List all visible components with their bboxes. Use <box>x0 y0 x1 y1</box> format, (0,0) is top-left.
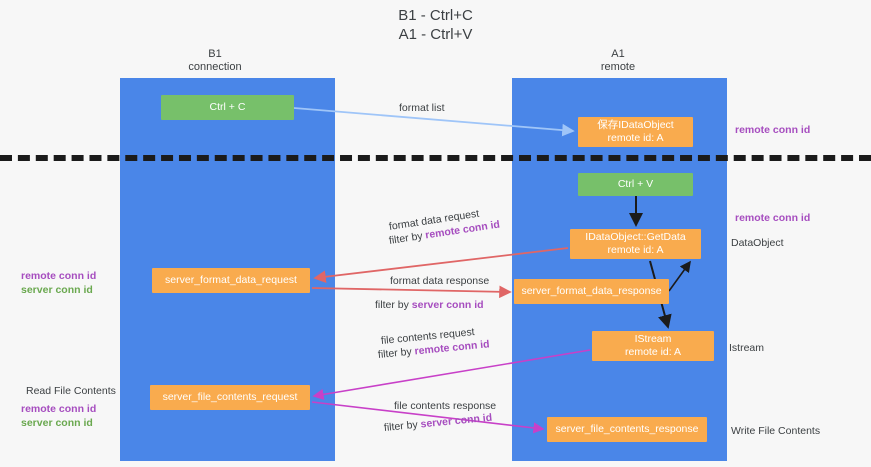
annotation-right-remote-conn-id-top: remote conn id <box>735 124 811 136</box>
column-header-a1-role: remote <box>600 61 636 73</box>
column-header-b1: B1 connection <box>155 48 275 74</box>
filter-key-server-conn-id: server conn id <box>411 299 484 311</box>
node-server-file-contents-response-label: server_file_contents_response <box>555 423 699 435</box>
column-header-a1-name: A1 <box>611 48 625 60</box>
column-header-a1: A1 remote <box>558 48 678 74</box>
annotation-left-server-conn-id-1: server conn id <box>21 284 93 296</box>
node-idataobject[interactable]: 保存IDataObject remote id: A <box>578 117 693 147</box>
phase-divider <box>0 155 871 161</box>
node-server-format-data-request[interactable]: server_format_data_request <box>152 268 310 293</box>
node-getdata-line2: remote id: A <box>607 244 664 256</box>
annotation-right-remote-conn-id-mid: remote conn id <box>735 212 811 224</box>
node-istream-line1: IStream <box>634 333 672 345</box>
node-ctrl-v-label: Ctrl + V <box>617 178 654 190</box>
column-header-b1-name: B1 <box>208 48 222 60</box>
node-idataobject-getdata[interactable]: IDataObject::GetData remote id: A <box>570 229 701 259</box>
annotation-left-remote-conn-id-1: remote conn id <box>21 270 97 282</box>
node-server-format-data-response-label: server_format_data_response <box>521 285 662 297</box>
edge-label-format-list: format list <box>399 102 445 114</box>
edge-label-format-data-response-filter: filter by server conn id <box>375 298 484 312</box>
column-header-b1-role: connection <box>188 61 242 73</box>
node-istream-line2: remote id: A <box>624 346 682 358</box>
annotation-left-remote-conn-id-2: remote conn id <box>21 403 97 415</box>
node-server-file-contents-request-label: server_file_contents_request <box>162 391 298 403</box>
filter-prefix: filter by <box>383 418 422 434</box>
node-ctrl-c-label: Ctrl + C <box>209 101 246 113</box>
node-istream[interactable]: IStream remote id: A <box>592 331 714 361</box>
filter-prefix: filter by <box>377 345 416 361</box>
node-server-file-contents-request[interactable]: server_file_contents_request <box>150 385 310 410</box>
annotation-right-dataobject: DataObject <box>731 237 784 249</box>
edge-label-file-contents-response: file contents response <box>394 400 497 412</box>
annotation-left-server-conn-id-2: server conn id <box>21 417 93 429</box>
node-ctrl-c[interactable]: Ctrl + C <box>161 95 294 120</box>
edge-label-file-contents-response-filter: filter by server conn id <box>383 411 492 435</box>
page-title: B1 - Ctrl+C A1 - Ctrl+V <box>398 7 473 43</box>
node-server-format-data-response[interactable]: server_format_data_response <box>514 279 669 304</box>
annotation-left-read-file-contents: Read File Contents <box>26 385 116 397</box>
node-server-format-data-request-label: server_format_data_request <box>165 274 297 286</box>
node-ctrl-v[interactable]: Ctrl + V <box>578 173 693 196</box>
node-server-file-contents-response[interactable]: server_file_contents_response <box>547 417 707 442</box>
filter-prefix: filter by <box>388 229 427 247</box>
annotation-right-istream: Istream <box>729 342 765 354</box>
edge-label-format-data-response: format data response <box>390 275 490 287</box>
annotation-right-write-file-contents: Write File Contents <box>731 425 821 437</box>
filter-key-server-conn-id: server conn id <box>420 411 493 431</box>
filter-prefix: filter by <box>375 299 412 311</box>
node-idataobject-line1: 保存IDataObject <box>597 119 674 131</box>
node-getdata-line1: IDataObject::GetData <box>585 231 686 243</box>
node-idataobject-line2: remote id: A <box>607 132 664 144</box>
